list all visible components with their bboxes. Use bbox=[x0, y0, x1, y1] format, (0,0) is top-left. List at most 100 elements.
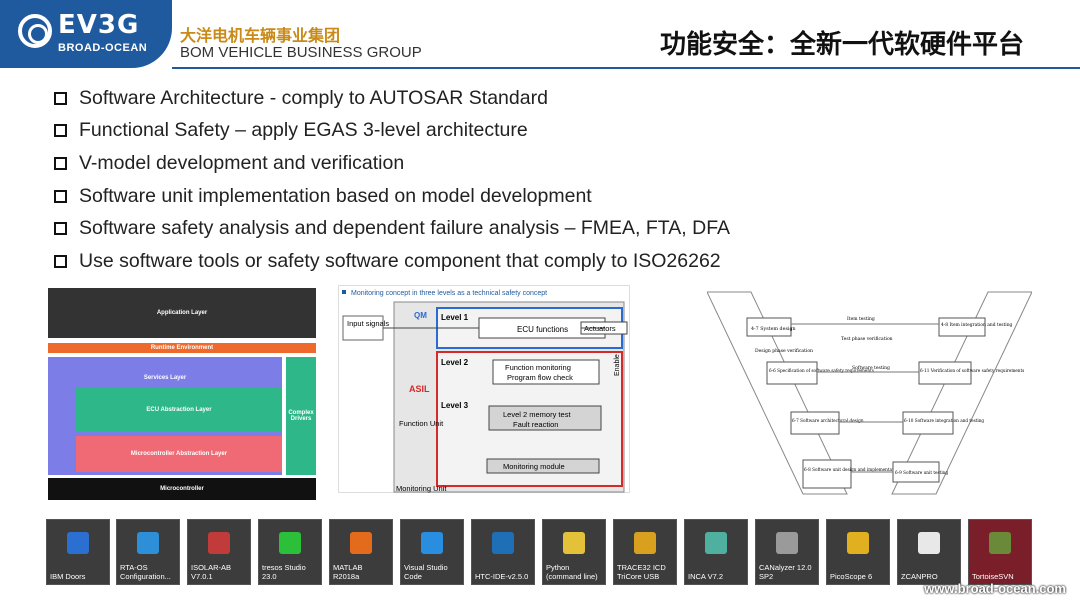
bullet-item: V-model development and verification bbox=[54, 147, 814, 180]
canalyzer-icon bbox=[776, 532, 798, 554]
egas-monitoring-diagram: Monitoring concept in three levels as a … bbox=[338, 285, 630, 493]
asil-label: ASIL bbox=[409, 384, 430, 394]
unit-design-label: 6-8 Software unit design and implementat… bbox=[804, 467, 901, 472]
level1-label: Level 1 bbox=[441, 313, 469, 322]
complex-drivers-label: Complex Drivers bbox=[288, 410, 314, 422]
tool-tile-htc-ide[interactable]: HTC-IDE-v2.5.0 bbox=[471, 519, 535, 585]
zcanpro-icon bbox=[918, 532, 940, 554]
tool-label: TortoiseSVN bbox=[972, 572, 1014, 581]
ecu-abstraction-layer: ECU Abstraction Layer bbox=[76, 388, 282, 432]
runtime-environment-label: Runtime Environment bbox=[150, 345, 214, 351]
item-integration-label: 4-8 Item integration and testing bbox=[941, 323, 1013, 328]
tortoise-icon bbox=[989, 532, 1011, 554]
bullet-text: Functional Safety – apply EGAS 3-level a… bbox=[79, 119, 528, 142]
tool-tile-picoscope[interactable]: PicoScope 6 bbox=[826, 519, 890, 585]
checkbox-icon bbox=[54, 124, 67, 138]
tool-tile-inca[interactable]: INCA V7.2 bbox=[684, 519, 748, 585]
trace32-icon bbox=[634, 532, 656, 554]
complex-drivers: Complex Drivers bbox=[286, 357, 316, 475]
unit-testing-label: 6-9 Software unit testing bbox=[895, 470, 948, 475]
design-phase-verification-label: Design phase verification bbox=[755, 348, 813, 354]
tool-label: INCA V7.2 bbox=[688, 572, 724, 581]
rta-os-icon bbox=[137, 532, 159, 554]
group-name-en: BOM VEHICLE BUSINESS GROUP bbox=[180, 44, 422, 61]
application-layer: Application Layer bbox=[48, 288, 316, 338]
bullet-text: Use software tools or safety software co… bbox=[79, 249, 721, 272]
tool-label: ZCANPRO bbox=[901, 572, 938, 581]
level3-label: Level 3 bbox=[441, 401, 469, 410]
sw-integration-label: 6-10 Software integration and testing bbox=[904, 418, 984, 423]
tool-label: RTA-OS Configuration... bbox=[120, 563, 171, 581]
bullet-text: Software unit implementation based on mo… bbox=[79, 184, 592, 207]
tool-tile-tresos[interactable]: tresos Studio 23.0 bbox=[258, 519, 322, 585]
tresos-icon bbox=[279, 532, 301, 554]
tool-tile-matlab[interactable]: MATLAB R2018a bbox=[329, 519, 393, 585]
bullet-text: Software safety analysis and dependent f… bbox=[79, 217, 731, 240]
verification-safety-req-label: 6-11 Verification of software safety req… bbox=[920, 368, 1024, 373]
monitoring-diagram-svg: Monitoring concept in three levels as a … bbox=[342, 290, 628, 493]
tool-label: Python (command line) bbox=[546, 563, 598, 581]
tool-label: ISOLAR-AB V7.0.1 bbox=[191, 563, 232, 581]
v-model-diagram: 4-7 System design 4-8 Item integration a… bbox=[707, 288, 1032, 498]
tool-label: tresos Studio 23.0 bbox=[262, 563, 306, 581]
inca-icon bbox=[705, 532, 727, 554]
l2-memory-label: Level 2 memory test bbox=[503, 410, 571, 419]
tool-label: IBM Doors bbox=[50, 572, 86, 581]
function-unit-label: Function Unit bbox=[399, 419, 444, 428]
spec-safety-req-label: 6-6 Specification of software safety req… bbox=[769, 368, 874, 373]
bullet-list: Software Architecture - comply to AUTOSA… bbox=[54, 82, 814, 278]
logo-banner: EV3G BROAD-OCEAN bbox=[0, 0, 172, 68]
input-signals-label: Input signals bbox=[347, 319, 389, 328]
checkbox-icon bbox=[54, 91, 67, 105]
tool-label: Visual Studio Code bbox=[404, 563, 448, 581]
tool-tile-rta-os[interactable]: RTA-OS Configuration... bbox=[116, 519, 180, 585]
bullet-text: Software Architecture - comply to AUTOSA… bbox=[79, 86, 548, 109]
enable-label: Enable bbox=[614, 354, 621, 376]
logo-icon bbox=[18, 14, 52, 48]
monitoring-caption: Monitoring concept in three levels as a … bbox=[351, 290, 547, 297]
slide-title: 功能安全：全新一代软硬件平台 bbox=[659, 30, 1024, 60]
logo-text: EV3G bbox=[58, 10, 140, 40]
v-model-svg: 4-7 System design 4-8 Item integration a… bbox=[707, 291, 1032, 495]
tool-label: HTC-IDE-v2.5.0 bbox=[475, 572, 529, 581]
checkbox-icon bbox=[54, 156, 67, 170]
tool-label: MATLAB R2018a bbox=[333, 563, 363, 581]
tool-tile-vscode[interactable]: Visual Studio Code bbox=[400, 519, 464, 585]
checkbox-icon bbox=[54, 254, 67, 268]
monitoring-module-label: Monitoring module bbox=[503, 462, 565, 471]
tool-label: TRACE32 ICD TriCore USB bbox=[617, 563, 666, 581]
system-design-label: 4-7 System design bbox=[751, 326, 796, 332]
tool-tile-canalyzer[interactable]: CANalyzer 12.0 SP2 bbox=[755, 519, 819, 585]
monitoring-unit-label: Monitoring Unit bbox=[396, 484, 447, 493]
vscode-icon bbox=[421, 532, 443, 554]
tool-tile-bar: IBM Doors RTA-OS Configuration... ISOLAR… bbox=[40, 519, 1040, 585]
picoscope-icon bbox=[847, 532, 869, 554]
checkbox-icon bbox=[54, 189, 67, 203]
group-name-cn: 大洋电机车辆事业集团 bbox=[180, 26, 341, 45]
checkbox-icon bbox=[54, 222, 67, 236]
matlab-icon bbox=[350, 532, 372, 554]
program-flow-label: Program flow check bbox=[507, 373, 573, 382]
bullet-text: V-model development and verification bbox=[79, 151, 405, 174]
header-divider bbox=[172, 67, 1080, 69]
tool-tile-python[interactable]: Python (command line) bbox=[542, 519, 606, 585]
tool-label: CANalyzer 12.0 SP2 bbox=[759, 563, 812, 581]
python-icon bbox=[563, 532, 585, 554]
watermark-url: www.broad-ocean.com bbox=[924, 581, 1066, 596]
tool-tile-doors[interactable]: IBM Doors bbox=[46, 519, 110, 585]
services-layer-label: Services Layer bbox=[143, 375, 187, 381]
tool-tile-zcanpro[interactable]: ZCANPRO bbox=[897, 519, 961, 585]
bullet-item: Use software tools or safety software co… bbox=[54, 245, 814, 278]
bullet-item: Software unit implementation based on mo… bbox=[54, 180, 814, 213]
microcontroller-label: Microcontroller bbox=[160, 486, 204, 492]
runtime-environment: Runtime Environment bbox=[48, 343, 316, 353]
tool-tile-trace32[interactable]: TRACE32 ICD TriCore USB bbox=[613, 519, 677, 585]
qm-label: QM bbox=[414, 311, 427, 320]
tool-label: PicoScope 6 bbox=[830, 572, 873, 581]
bullet-item: Software safety analysis and dependent f… bbox=[54, 212, 814, 245]
mcal-layer: Microcontroller Abstraction Layer bbox=[76, 436, 282, 472]
tool-tile-isolar[interactable]: ISOLAR-AB V7.0.1 bbox=[187, 519, 251, 585]
isolar-icon bbox=[208, 532, 230, 554]
microcontroller-layer: Microcontroller bbox=[48, 478, 316, 500]
tool-tile-tortoisesvn[interactable]: TortoiseSVN bbox=[968, 519, 1032, 585]
